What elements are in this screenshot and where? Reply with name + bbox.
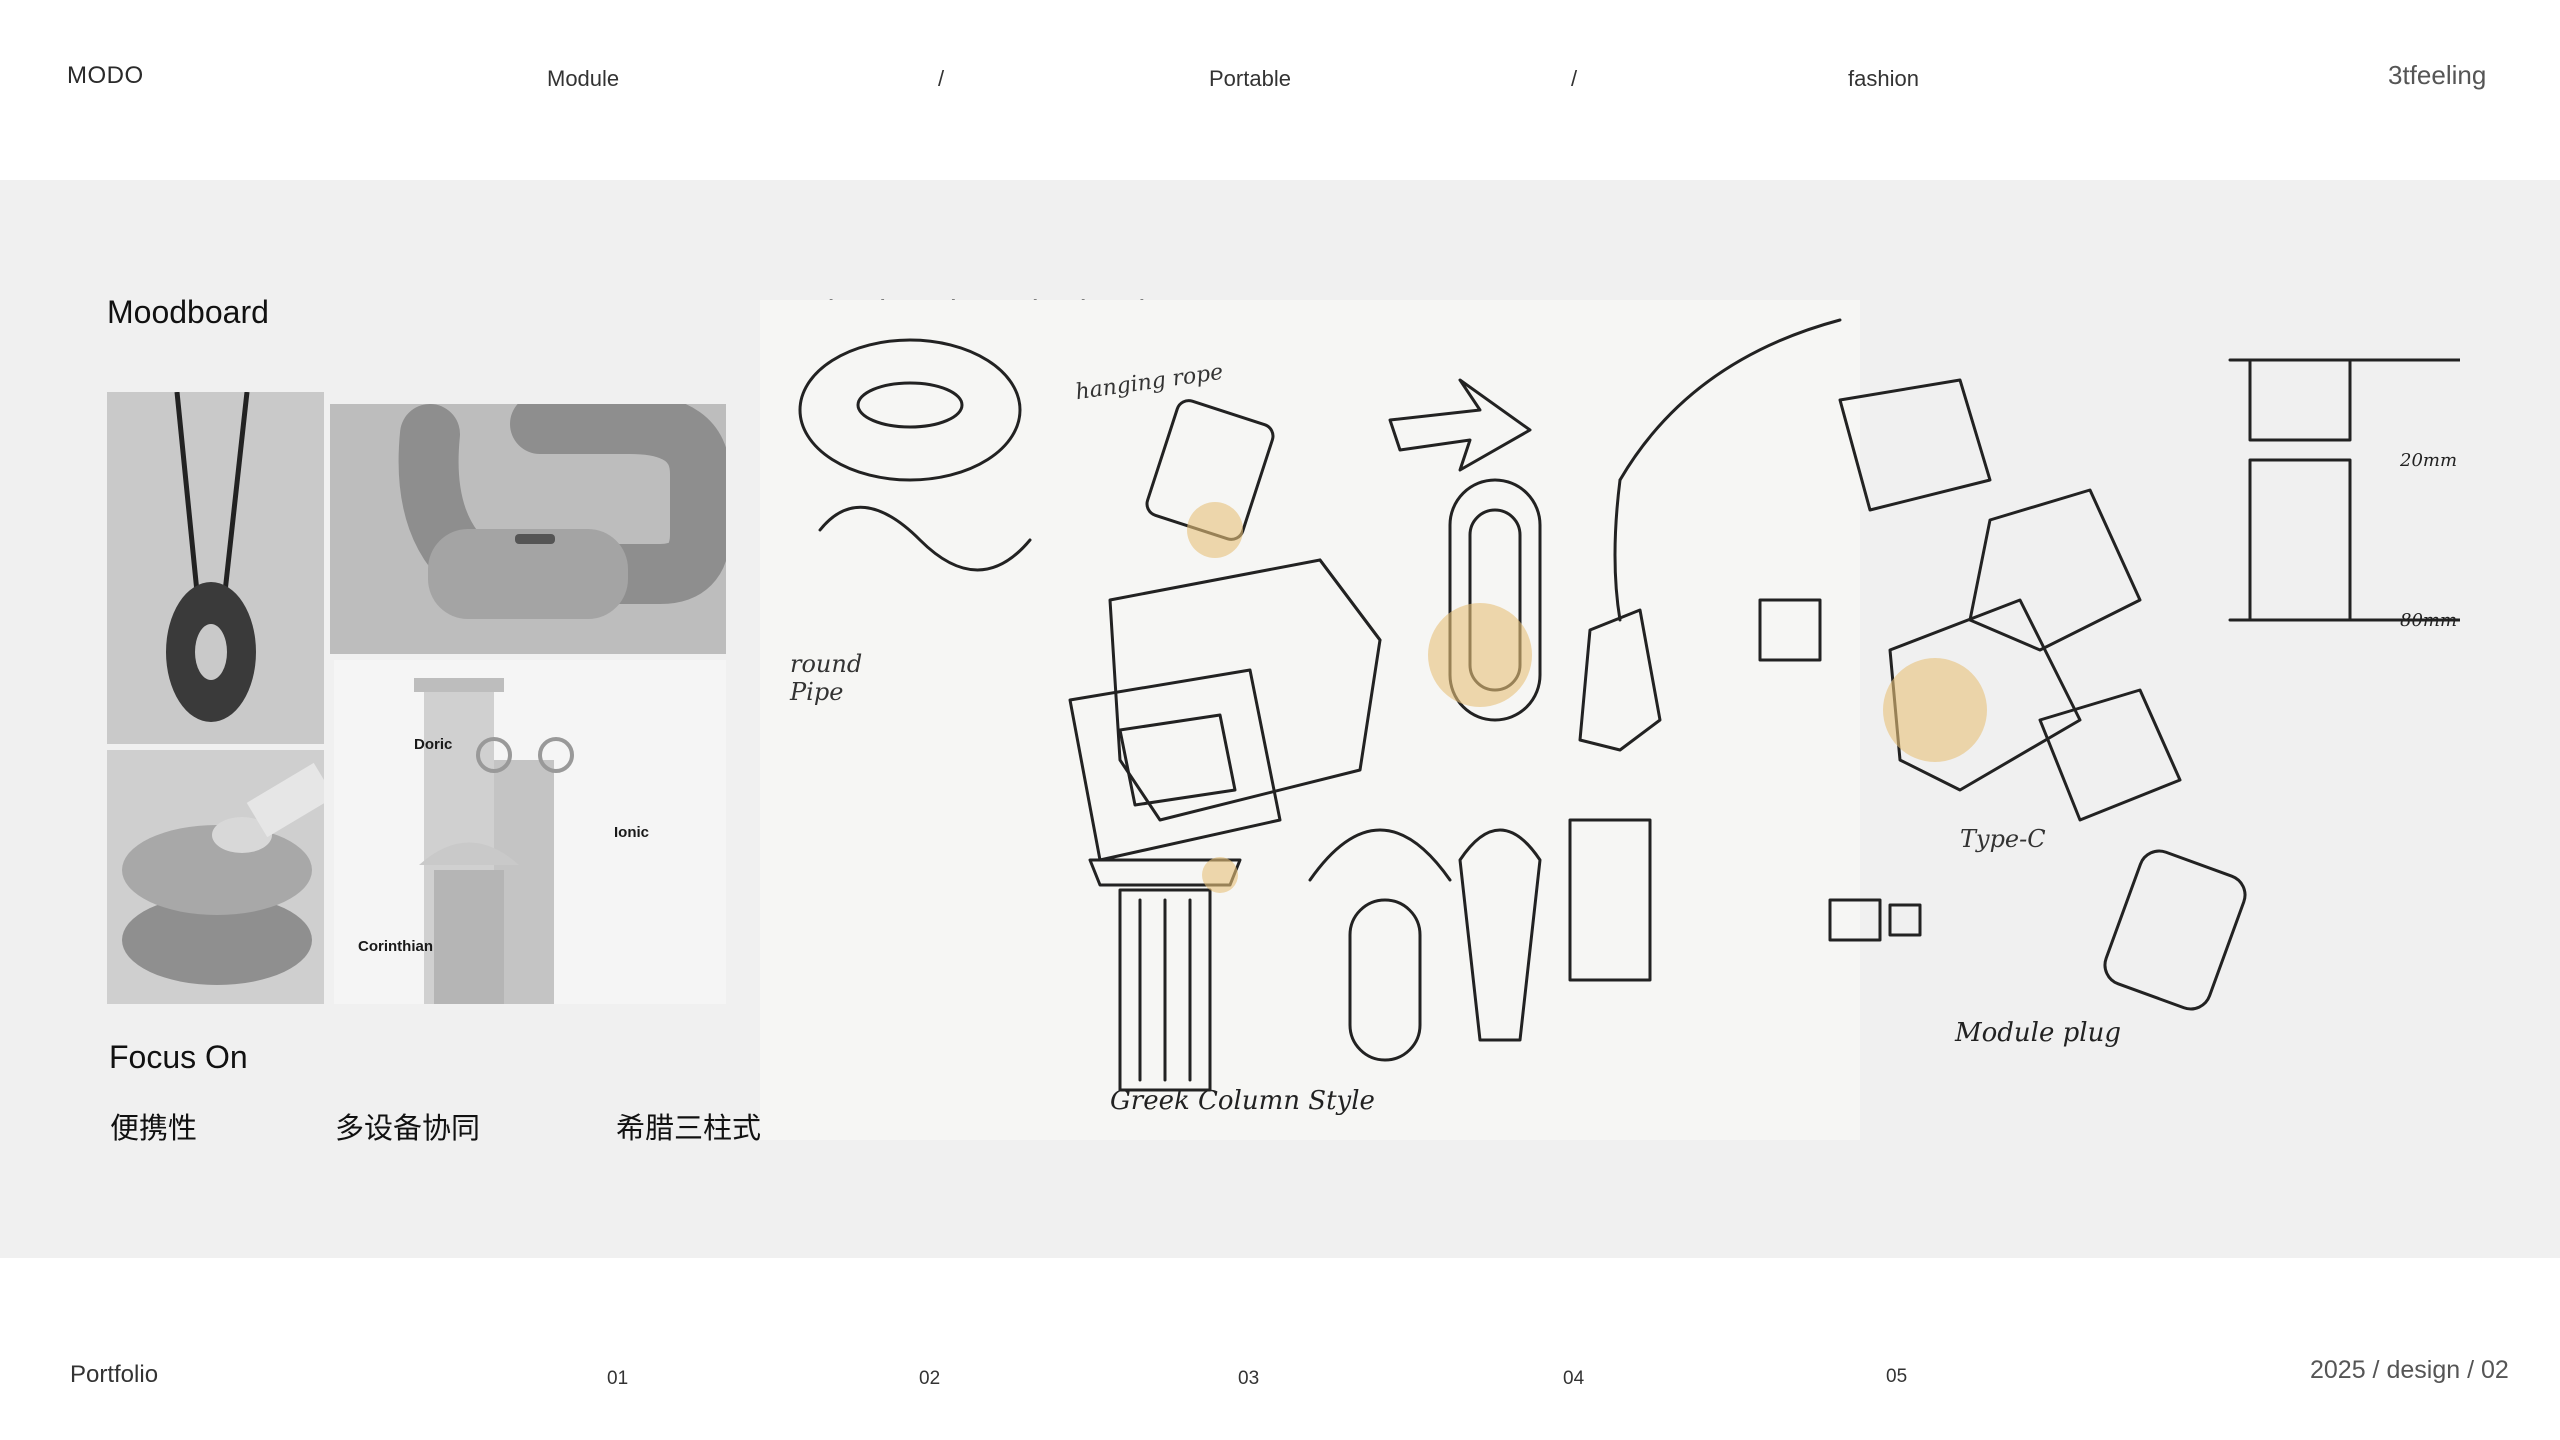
moodboard-image-columns: Doric Ionic Corinthian — [334, 660, 726, 1004]
nav-item-fashion[interactable]: fashion — [1848, 66, 1919, 91]
nav-separator: / — [938, 66, 945, 91]
label-corinthian: Corinthian — [358, 938, 433, 955]
focus-item-portability: 便携性 — [110, 1113, 198, 1145]
note-round-pipe: round Pipe — [790, 650, 863, 706]
note-type-c: Type-C — [1960, 825, 2046, 853]
focus-item-greek-orders: 希腊三柱式 — [616, 1113, 762, 1145]
moodboard-image-u-device — [330, 404, 726, 654]
header-right-label: 3tfeeling — [2388, 60, 2487, 90]
note-module-plug: Module plug — [1955, 1018, 2121, 1048]
sketch-drawing — [760, 300, 2460, 1140]
page-link-04[interactable]: 04 — [1563, 1368, 1585, 1389]
moodboard-image-pendant — [107, 392, 324, 744]
moodboard-title: Moodboard — [107, 294, 269, 330]
footer-page-indicator: 2025 / design / 02 — [2310, 1356, 2509, 1384]
sketch-sheet: hanging rope round Pipe Type-C Module pl… — [760, 300, 2460, 1140]
note-greek-column-style: Greek Column Style — [1110, 1086, 1375, 1116]
nav-item-module[interactable]: Module — [547, 66, 620, 91]
note-80mm: 80mm — [2400, 610, 2458, 631]
focus-title: Focus On — [109, 1039, 248, 1075]
label-doric: Doric — [414, 736, 453, 753]
nav-separator: / — [1571, 66, 1578, 91]
moodboard-image-coil — [107, 750, 324, 1004]
nav-item-portable[interactable]: Portable — [1209, 66, 1291, 91]
label-ionic: Ionic — [614, 824, 650, 841]
page-link-05[interactable]: 05 — [1886, 1366, 1908, 1387]
page-link-01[interactable]: 01 — [607, 1368, 629, 1389]
brand-logo[interactable]: MODO — [67, 62, 144, 89]
note-20mm: 20mm — [2400, 450, 2458, 471]
page-link-02[interactable]: 02 — [919, 1368, 941, 1389]
page-link-03[interactable]: 03 — [1238, 1368, 1260, 1389]
footer-portfolio-label: Portfolio — [70, 1361, 159, 1388]
focus-item-multi-device: 多设备协同 — [335, 1113, 481, 1145]
